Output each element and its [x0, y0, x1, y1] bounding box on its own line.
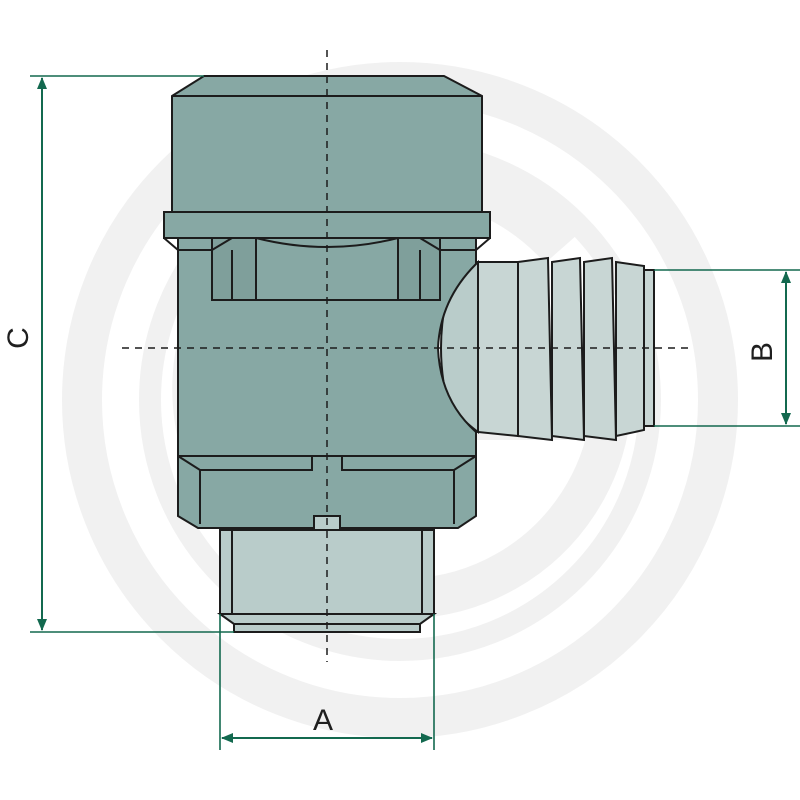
dimension-c: C — [2, 75, 234, 633]
dimension-a: A — [219, 614, 435, 750]
dimension-c-label: C — [2, 327, 35, 349]
dimension-b-label: B — [746, 342, 779, 362]
dimension-b: B — [654, 269, 800, 427]
center-lines — [122, 50, 690, 662]
dimension-a-label: A — [313, 704, 333, 737]
hose-barb — [440, 256, 655, 442]
